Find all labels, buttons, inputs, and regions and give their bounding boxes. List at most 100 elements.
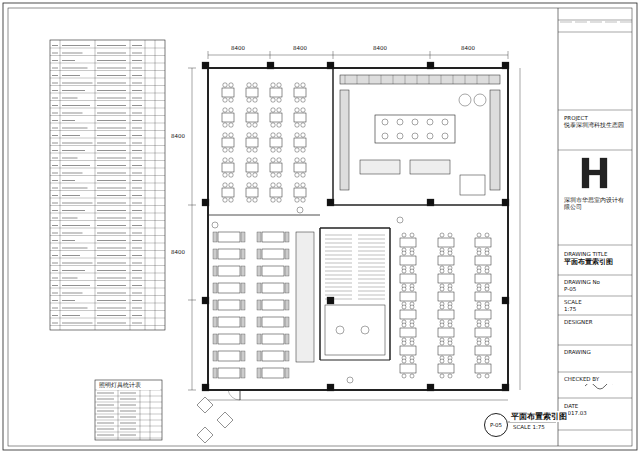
booth-table <box>262 351 284 361</box>
illegible-text <box>62 128 88 129</box>
illegible-text <box>97 270 126 271</box>
table-rule <box>130 40 131 330</box>
dining-table <box>222 113 234 122</box>
booth-seat <box>285 300 289 310</box>
booth-table <box>262 232 284 242</box>
illegible-text <box>52 150 58 151</box>
structural-column <box>327 384 334 391</box>
illegible-text <box>132 300 142 301</box>
drawing-circle <box>485 305 489 309</box>
index-circle: P-05 <box>484 413 508 437</box>
drawing-circle <box>448 269 452 273</box>
illegible-text <box>590 22 602 23</box>
booth-table <box>262 334 284 344</box>
booth-table <box>262 300 284 310</box>
booth-seat <box>285 334 289 344</box>
illegible-text <box>97 435 114 436</box>
table-rule <box>50 228 165 229</box>
kitchen-equipment <box>360 160 400 174</box>
drawing-circle <box>477 251 481 255</box>
drawing-circle <box>402 251 406 255</box>
drawing-circle <box>223 98 227 102</box>
drawing-circle <box>223 173 227 177</box>
illegible-text <box>97 173 126 174</box>
drawing-circle <box>229 83 233 87</box>
stair-tread <box>358 267 385 268</box>
illegible-text <box>97 150 126 151</box>
illegible-text <box>52 105 58 106</box>
drawing-circle <box>253 173 257 177</box>
drawing-circle <box>271 198 275 202</box>
stair-tread <box>358 255 385 256</box>
kitchen-counter <box>340 90 349 190</box>
booth-seat <box>285 317 289 327</box>
stair-tread <box>325 263 352 264</box>
table-rule <box>95 414 162 415</box>
table-rule <box>95 426 162 427</box>
illegible-text <box>52 158 58 159</box>
booth-table <box>218 232 240 242</box>
drawing-circle <box>253 158 257 162</box>
illegible-text <box>62 195 80 196</box>
illegible-text <box>62 150 85 151</box>
kitchen-equipment <box>405 75 406 84</box>
illegible-text <box>132 225 142 226</box>
booth-table <box>262 368 284 378</box>
drawing-circle <box>485 374 489 378</box>
dining-table <box>294 113 306 122</box>
node-text: SCALE <box>564 299 626 306</box>
table-rule <box>50 168 165 169</box>
illegible-text <box>132 90 142 91</box>
illegible-text <box>132 188 142 189</box>
illegible-text <box>52 248 58 249</box>
drawing-circle <box>277 198 281 202</box>
drawing-circle <box>402 359 406 363</box>
illegible-text <box>52 293 58 294</box>
illegible-text <box>97 323 126 324</box>
booth-table <box>218 283 240 293</box>
drawing-circle <box>440 359 444 363</box>
kitchen-equipment <box>474 94 486 106</box>
drawing-circle <box>402 287 406 291</box>
drawing-circle <box>223 183 227 187</box>
table-rule <box>50 85 165 86</box>
drawing-circle <box>440 251 444 255</box>
drawing-circle <box>301 173 305 177</box>
kitchen-equipment <box>429 75 430 84</box>
illegible-text <box>132 278 142 279</box>
illegible-text <box>62 113 83 114</box>
node-text: 深圳市华思室内设计有限公司 <box>564 197 626 211</box>
illegible-text <box>52 173 58 174</box>
drawing-circle <box>223 158 227 162</box>
booth-seat <box>257 300 261 310</box>
illegible-text <box>132 270 142 271</box>
drawing-circle <box>229 148 233 152</box>
node-text: 2017.03 <box>564 410 626 417</box>
dining-table <box>400 328 416 337</box>
drawing-circle <box>410 287 414 291</box>
illegible-text <box>97 399 114 400</box>
structural-column <box>327 297 334 304</box>
dimension-text: 8400 <box>372 46 388 52</box>
illegible-text <box>62 225 90 226</box>
dimension-line <box>192 68 193 390</box>
drawing-circle <box>247 198 251 202</box>
booth-seat <box>285 351 289 361</box>
drawing-circle <box>440 374 444 378</box>
node-text: DATE <box>564 403 626 410</box>
illegible-text <box>132 263 142 264</box>
burner <box>427 133 433 139</box>
dining-table <box>475 292 491 301</box>
dimension-tick <box>270 51 271 59</box>
dimension-tick <box>188 68 196 69</box>
stair-tread <box>325 259 352 260</box>
illegible-text <box>97 263 126 264</box>
drawing-circle <box>247 83 251 87</box>
drawing-circle <box>277 173 281 177</box>
drawing-circle <box>301 108 305 112</box>
title-block-rule <box>558 150 632 151</box>
dining-table <box>438 310 454 319</box>
node-text: P-05 <box>490 422 502 429</box>
illegible-text <box>120 429 136 430</box>
illegible-text <box>52 308 58 309</box>
